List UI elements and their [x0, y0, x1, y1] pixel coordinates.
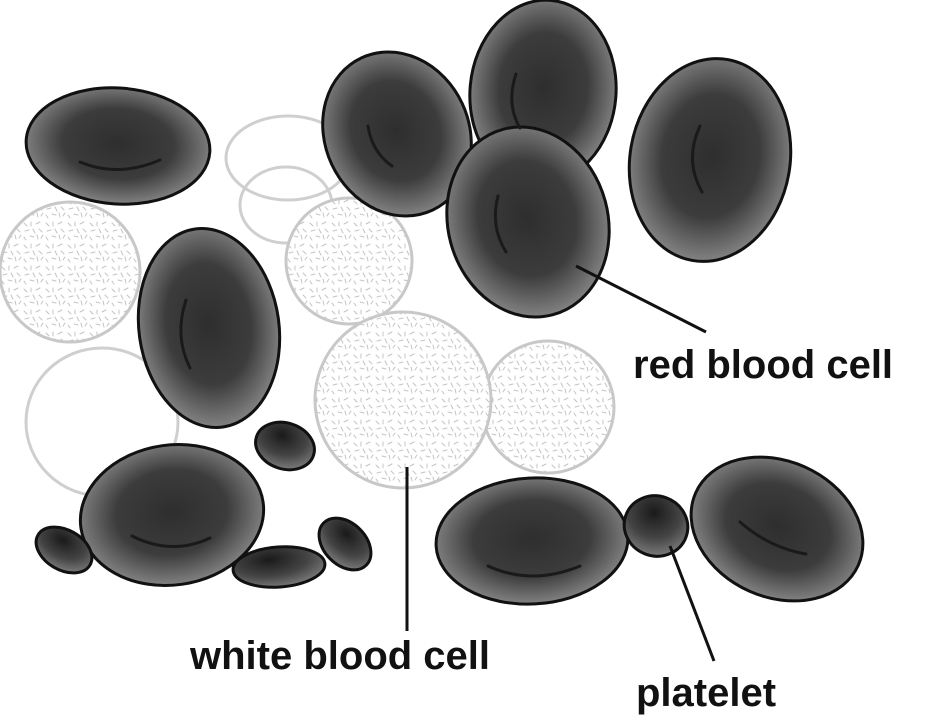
red-blood-cell	[24, 86, 212, 206]
white-blood-cell	[313, 310, 493, 490]
red-blood-cell	[136, 226, 282, 430]
white-blood-cell	[284, 196, 414, 326]
platelet	[231, 545, 327, 589]
platelet	[622, 494, 690, 558]
red-blood-cell	[321, 50, 473, 218]
red-blood-cell	[689, 455, 865, 603]
platelets	[34, 420, 690, 589]
label-red-blood-cell: red blood cell	[633, 343, 894, 387]
white-blood-cells	[0, 196, 616, 490]
platelet	[254, 420, 316, 472]
leader-line-red-blood-cell	[575, 264, 707, 334]
leader-lines	[405, 264, 716, 662]
platelet	[317, 516, 373, 572]
red-blood-cell	[434, 476, 630, 606]
red-blood-cell	[445, 125, 611, 319]
red-blood-cell	[78, 443, 266, 587]
leader-line-platelet	[668, 545, 716, 662]
platelet	[34, 525, 94, 575]
white-blood-cell	[480, 339, 616, 475]
rbc-dimples	[78, 72, 808, 578]
white-blood-cell	[0, 200, 142, 344]
label-white-blood-cell: white blood cell	[190, 634, 491, 678]
label-platelet: platelet	[636, 671, 777, 715]
red-blood-cells	[24, 0, 865, 606]
red-blood-cell	[627, 57, 793, 263]
